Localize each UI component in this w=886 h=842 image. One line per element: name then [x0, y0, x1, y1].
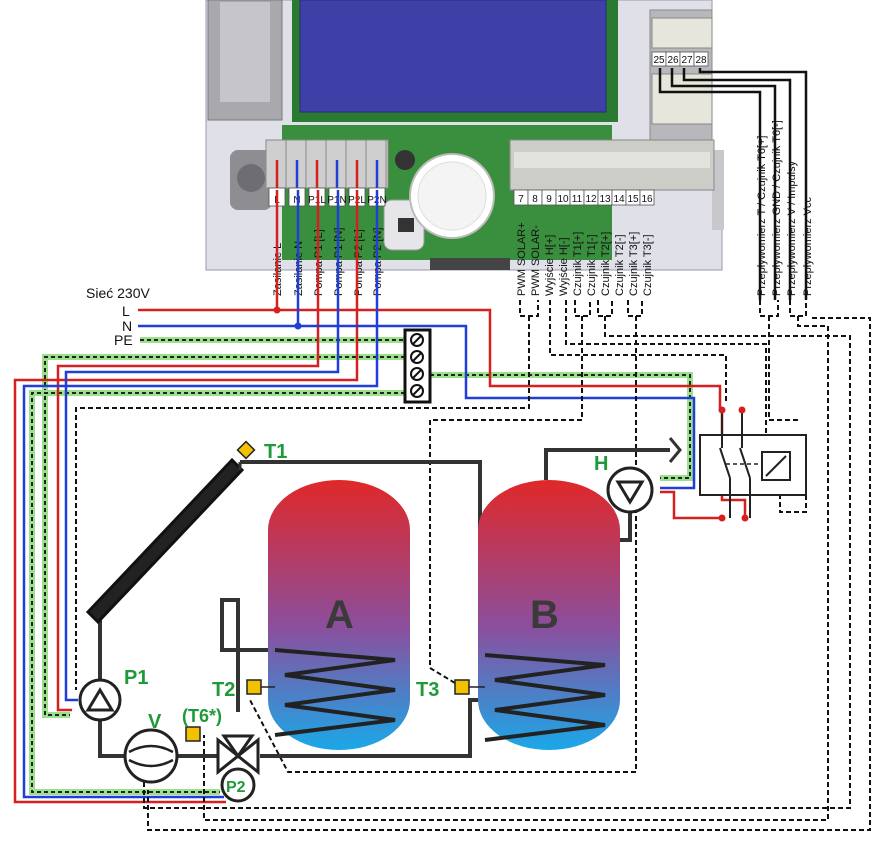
- terminal-number: 15: [627, 194, 639, 205]
- live-wire: [13, 190, 747, 804]
- signal-wires: [75, 300, 871, 831]
- solar-collector: [85, 457, 245, 625]
- terminal-number: 14: [613, 194, 625, 205]
- neutral-wire: [22, 190, 696, 799]
- sensor-t1: [236, 440, 256, 460]
- controller-device: [205, 0, 724, 271]
- flowmeter-cables: [658, 68, 808, 300]
- network-l-label: L: [122, 303, 130, 319]
- junction-live: [273, 306, 281, 314]
- network-pe-label: PE: [114, 332, 133, 348]
- terminal-description: Wyjście H[-]: [558, 237, 570, 296]
- terminal-box: [639, 189, 655, 206]
- terminal-description: Czujnik T3[+]: [628, 232, 640, 296]
- terminal-box: [693, 51, 709, 67]
- terminal-number: 9: [546, 194, 552, 205]
- terminal-description: Przepływomierz V / Impulsy: [786, 160, 798, 296]
- terminal-description: Czujnik T3[-]: [642, 234, 654, 296]
- tank-a: A: [268, 480, 410, 750]
- sensor-t3: [454, 679, 485, 695]
- terminal-description: Przepływomierz GND / Czujnik T6[-]: [771, 120, 783, 296]
- pump-h: [606, 466, 654, 514]
- three-way-valve: [216, 734, 260, 776]
- lcd-panel: [299, 0, 607, 113]
- terminal-description: Czujnik T1[-]: [586, 234, 598, 296]
- terminal-description: PWM SOLAR+: [516, 222, 528, 296]
- earth-wire: [29, 337, 693, 795]
- terminal-number: 13: [599, 194, 611, 205]
- tank-a-label: A: [325, 593, 354, 637]
- terminal-description: Przepływomierz T / Czujnik T6[+]: [756, 136, 768, 296]
- terminal-number: 10: [557, 194, 569, 205]
- terminal-number: 11: [572, 194, 583, 205]
- t6-label: (T6*): [182, 706, 222, 726]
- t1-label: T1: [264, 441, 287, 463]
- v-label: V: [148, 711, 162, 733]
- t2-label: T2: [212, 679, 235, 701]
- terminal-number: 26: [667, 55, 679, 66]
- terminal-description: Wyjście H[+]: [544, 235, 556, 296]
- middle-terminal-block: [509, 139, 715, 191]
- network-n-label: N: [122, 318, 132, 334]
- h-label: H: [594, 453, 608, 475]
- terminal-description: Pompa P2 [L]: [353, 229, 365, 296]
- terminal-description: Czujnik T2[+]: [600, 232, 612, 296]
- tank-b: B: [478, 480, 620, 750]
- terminal-description: Czujnik T1[+]: [572, 232, 584, 296]
- network-title: Sieć 230V: [86, 285, 150, 301]
- tank-b-label: B: [530, 593, 559, 637]
- terminal-number: 16: [641, 194, 653, 205]
- relay-box: [699, 406, 807, 522]
- left-terminal-block: [265, 139, 389, 189]
- terminal-number: 8: [532, 194, 538, 205]
- terminal-description: Przepływomierz Vcc: [802, 196, 814, 296]
- sensor-t6: [185, 726, 201, 742]
- flowmeter-v: [123, 728, 179, 784]
- terminal-number: 28: [695, 55, 707, 66]
- terminal-description: Czujnik T2[-]: [614, 234, 626, 296]
- terminal-number: 25: [653, 55, 665, 66]
- terminal-description: PWM SOLAR-: [530, 225, 542, 296]
- sensor-t2: [246, 679, 275, 695]
- valve-actuator-p2: [220, 767, 256, 803]
- t3-label: T3: [416, 679, 439, 701]
- p2-label: P2: [226, 779, 246, 796]
- terminal-number: 12: [585, 194, 597, 205]
- pump-p1: [78, 678, 122, 722]
- p1-label: P1: [124, 667, 148, 689]
- wires: [13, 68, 871, 831]
- terminal-number: 7: [518, 194, 524, 205]
- terminal-number: 27: [681, 55, 693, 66]
- right-terminal-block: [651, 17, 713, 125]
- junction-neutral: [294, 322, 302, 330]
- pe-terminal-block: [403, 328, 432, 404]
